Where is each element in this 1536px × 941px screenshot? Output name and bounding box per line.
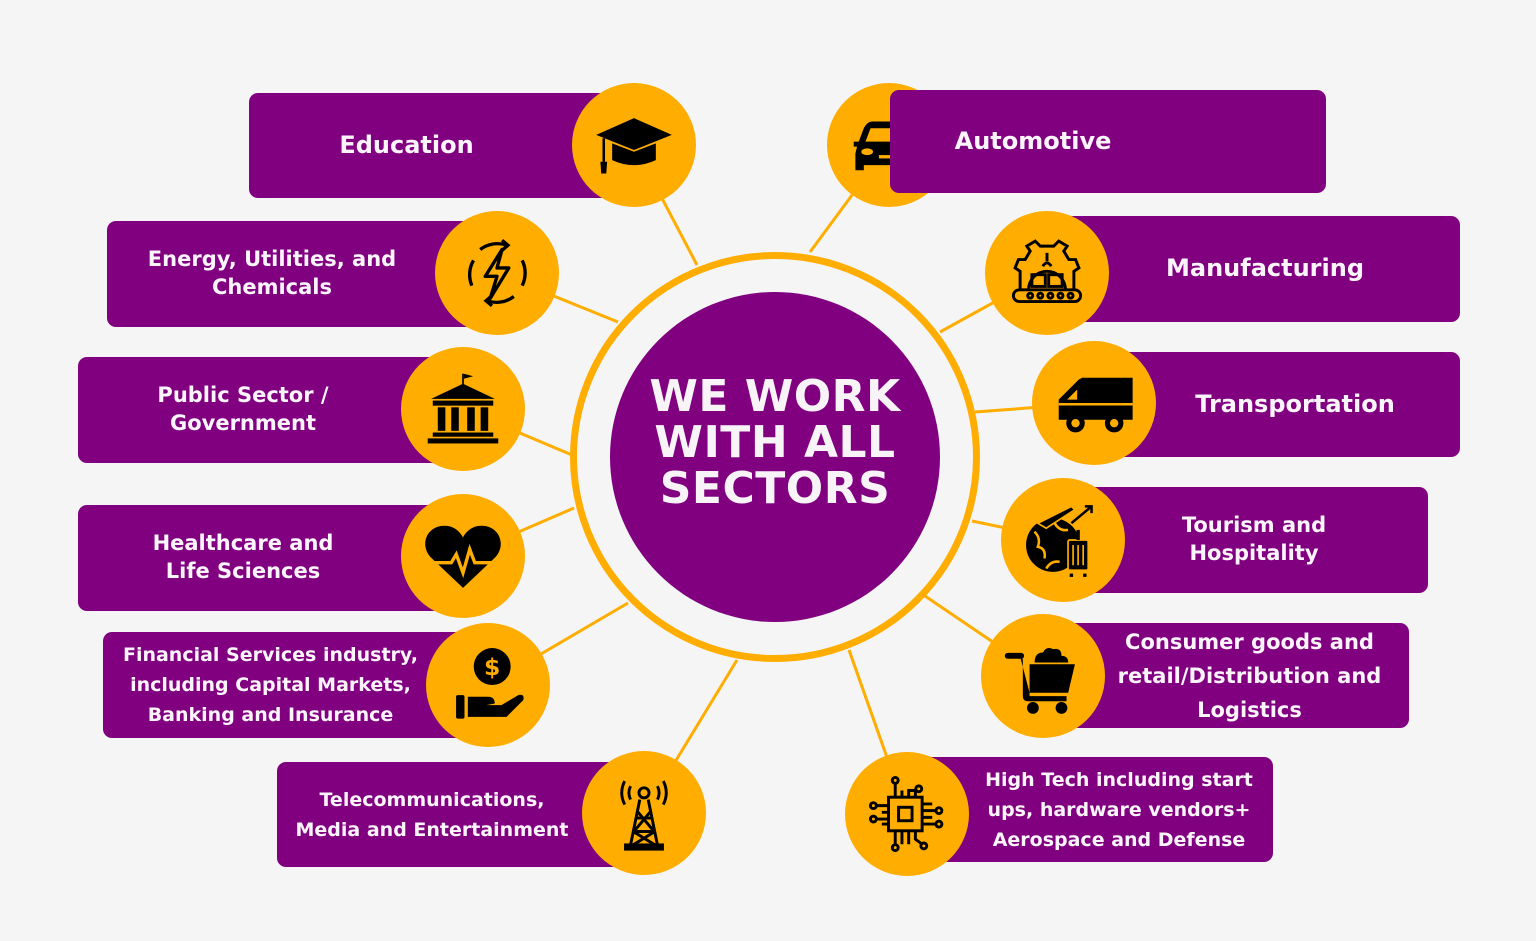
heart-pulse-icon bbox=[401, 494, 525, 618]
graduation-cap-icon bbox=[572, 83, 696, 207]
sector-tourism: Tourism and Hospitality bbox=[1080, 487, 1428, 593]
energy-cycle-icon bbox=[435, 211, 559, 335]
sector-transportation: Transportation bbox=[1100, 352, 1460, 457]
shopping-cart-icon bbox=[981, 614, 1105, 738]
sector-label: Healthcare and Life Sciences bbox=[152, 531, 334, 583]
center-circle: WE WORK WITH ALL SECTORS bbox=[610, 292, 940, 622]
sector-label: Education bbox=[339, 130, 474, 159]
sector-label: Automotive bbox=[954, 126, 1112, 155]
globe-plane-luggage-icon bbox=[1001, 478, 1125, 602]
sector-label: Consumer goods and retail/Distribution a… bbox=[1117, 629, 1382, 722]
sector-label: Energy, Utilities, and Chemicals bbox=[147, 247, 397, 299]
svg-text:$: $ bbox=[484, 653, 500, 681]
sector-manufacturing: Manufacturing bbox=[1050, 216, 1460, 322]
sector-education: Education bbox=[249, 93, 629, 198]
sector-consumer-goods: Consumer goods and retail/Distribution a… bbox=[1060, 623, 1409, 728]
sector-label: Tourism and Hospitality bbox=[1181, 513, 1327, 565]
truck-icon bbox=[1032, 341, 1156, 465]
sector-label: Transportation bbox=[1195, 389, 1395, 418]
center-title: WE WORK WITH ALL SECTORS bbox=[649, 371, 901, 514]
microchip-icon bbox=[845, 752, 969, 876]
sector-label: Financial Services industry, including C… bbox=[122, 644, 419, 726]
sector-label: Telecommunications, Media and Entertainm… bbox=[295, 788, 569, 841]
sector-high-tech: High Tech including start ups, hardware … bbox=[915, 757, 1273, 862]
government-building-icon bbox=[401, 347, 525, 471]
sector-telecom: Telecommunications, Media and Entertainm… bbox=[277, 762, 637, 867]
sector-automotive: Automotive bbox=[890, 90, 1326, 193]
conveyor-gear-icon bbox=[985, 211, 1109, 335]
hand-dollar-icon: $ bbox=[426, 623, 550, 747]
radio-tower-icon bbox=[582, 751, 706, 875]
sector-label: High Tech including start ups, hardware … bbox=[985, 768, 1253, 851]
sector-energy: Energy, Utilities, and Chemicals bbox=[107, 221, 497, 327]
sector-label: Public Sector / Government bbox=[157, 383, 329, 435]
sector-label: Manufacturing bbox=[1166, 254, 1364, 283]
